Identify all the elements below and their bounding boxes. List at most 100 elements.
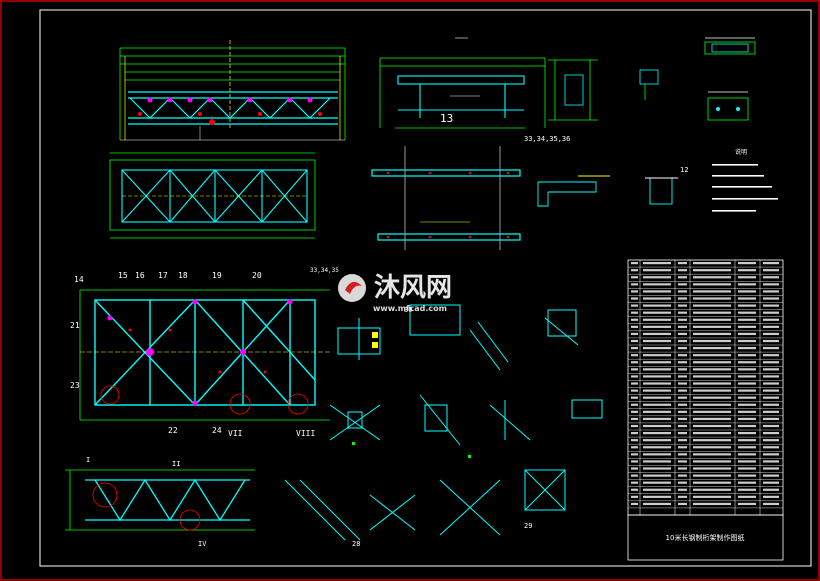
label-14: 14 <box>74 275 84 284</box>
table-cell-mark <box>678 403 687 406</box>
table-cell-mark <box>693 354 731 357</box>
table-cell-mark <box>678 318 687 321</box>
table-cell-mark <box>763 361 779 364</box>
table-cell-mark <box>693 439 731 442</box>
table-cell-mark <box>763 318 779 321</box>
label-viii: VIII <box>296 429 315 438</box>
table-cell-mark <box>643 446 671 449</box>
watermark: 沐风网 www.mfcad.com <box>338 273 452 313</box>
table-cell-mark <box>763 269 779 272</box>
table-cell-mark <box>763 304 779 307</box>
table-cell-mark <box>763 290 779 293</box>
table-cell-mark <box>738 347 756 350</box>
connection-details: 30 28 29 <box>284 304 603 548</box>
label-23: 23 <box>70 381 80 390</box>
table-cell-mark <box>643 417 671 421</box>
table-cell-mark <box>631 325 638 328</box>
table-cell-mark <box>643 318 671 321</box>
table-cell-mark <box>643 389 671 392</box>
table-cell-mark <box>678 325 687 328</box>
table-cell-mark <box>643 297 671 300</box>
table-cell-mark <box>631 453 638 456</box>
table-cell-mark <box>763 488 779 491</box>
label-vii: VII <box>228 429 243 438</box>
table-cell-mark <box>738 368 756 371</box>
table-cell-mark <box>678 297 687 300</box>
table-cell-mark <box>631 332 638 336</box>
table-cell-mark <box>738 432 756 435</box>
table-cell-mark <box>678 481 687 484</box>
table-cell-mark <box>631 481 638 484</box>
table-cell-mark <box>631 318 638 321</box>
table-cell-mark <box>631 290 638 293</box>
table-cell-mark <box>693 403 731 406</box>
table-cell-mark <box>763 262 779 265</box>
table-cell-mark <box>643 467 671 470</box>
label-28: 28 <box>352 540 360 548</box>
table-cell-mark <box>678 424 687 428</box>
label-17: 17 <box>158 271 168 280</box>
table-cell-mark <box>738 396 756 399</box>
table-cell-mark <box>693 446 731 449</box>
table-cell-mark <box>738 332 756 336</box>
table-cell-mark <box>678 417 687 421</box>
table-cell-mark <box>693 347 731 350</box>
table-cell-mark <box>643 439 671 442</box>
table-cell-mark <box>678 283 687 286</box>
watermark-logo-mark <box>345 281 362 294</box>
table-cell-mark <box>693 382 731 385</box>
table-cell-mark <box>693 467 731 470</box>
table-cell-mark <box>678 432 687 435</box>
table-cell-mark <box>678 396 687 399</box>
table-cell-mark <box>631 276 638 279</box>
table-cell-mark <box>631 311 638 314</box>
table-cell-mark <box>631 297 638 300</box>
table-cell-mark <box>678 368 687 371</box>
table-cell-mark <box>631 375 638 378</box>
table-cell-mark <box>763 432 779 435</box>
table-cell-mark <box>678 382 687 385</box>
drawing-frame <box>39 9 812 567</box>
table-cell-mark <box>763 283 779 286</box>
table-cell-mark <box>678 389 687 392</box>
table-cell-mark <box>693 389 731 392</box>
table-cell-mark <box>643 368 671 371</box>
label-16: 16 <box>135 271 145 280</box>
table-cell-mark <box>631 495 638 498</box>
table-cell-mark <box>693 297 731 300</box>
table-cell-mark <box>678 347 687 350</box>
table-cell-mark <box>643 361 671 364</box>
table-cell-mark <box>738 495 756 498</box>
table-cell-mark <box>738 311 756 314</box>
table-cell-mark <box>678 474 687 477</box>
table-cell-mark <box>693 474 731 477</box>
table-cell-mark <box>631 304 638 307</box>
table-cell-mark <box>631 467 638 470</box>
table-cell-mark <box>678 339 687 343</box>
table-cell-mark <box>631 403 638 406</box>
table-cell-mark <box>678 439 687 442</box>
label-roman-4: IV <box>198 540 207 548</box>
table-cell-mark <box>763 297 779 300</box>
watermark-url: www.mfcad.com <box>373 304 447 313</box>
table-cell-mark <box>693 417 731 421</box>
table-cell-mark <box>738 283 756 286</box>
table-cell-mark <box>693 432 731 435</box>
table-cell-mark <box>678 354 687 357</box>
label-29: 29 <box>524 522 532 530</box>
table-cell-mark <box>631 262 638 265</box>
table-cell-mark <box>693 502 731 506</box>
detail-connection-top <box>548 59 598 121</box>
table-cell-mark <box>643 396 671 399</box>
table-cell-mark <box>678 332 687 336</box>
watermark-name: 沐风网 <box>374 273 452 303</box>
table-cell-mark <box>678 269 687 272</box>
table-cell-mark <box>643 424 671 428</box>
table-cell-mark <box>763 467 779 470</box>
table-cell-mark <box>693 495 731 498</box>
table-cell-mark <box>693 361 731 364</box>
detail-small-section <box>639 69 659 100</box>
table-cell-mark <box>678 262 687 265</box>
table-cell-mark <box>678 361 687 364</box>
